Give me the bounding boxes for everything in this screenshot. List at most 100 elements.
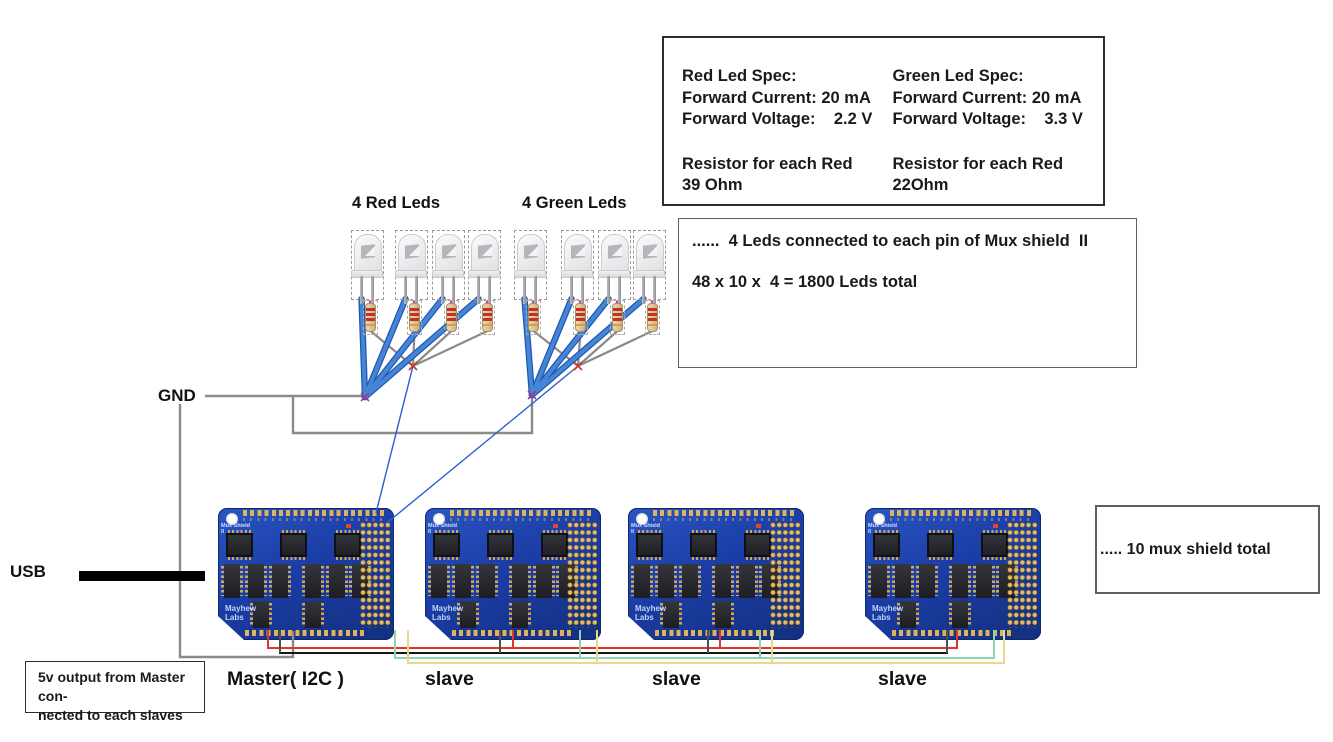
led-flange	[432, 270, 464, 278]
led-anode-leg	[415, 276, 418, 307]
ic-chip	[658, 564, 674, 598]
board-silk-brand: Mayhew Labs	[432, 605, 463, 622]
ic-chip	[663, 601, 679, 628]
ic-chip	[479, 564, 495, 598]
mux-chip	[873, 533, 900, 557]
led-anode-leg	[653, 276, 656, 307]
ic-chip	[919, 564, 935, 598]
mux-total-box: ..... 10 mux shield total	[1095, 505, 1320, 594]
silk-title-line1: Mux Shield	[868, 523, 898, 529]
leds-note-box: ...... 4 Leds connected to each pin of M…	[678, 218, 1137, 368]
led-reflector-highlight	[575, 246, 585, 256]
led-with-resistor	[633, 230, 667, 336]
silk-brand-line1: Mayhew	[872, 604, 904, 613]
mux-chip	[487, 533, 514, 557]
board-silk-brand: Mayhew Labs	[872, 605, 903, 622]
ic-chip	[895, 564, 911, 598]
silk-title-line2: II	[631, 529, 635, 535]
silk-title-line2: II	[428, 529, 432, 535]
led-anode-leg	[371, 276, 374, 307]
mux-chip	[334, 533, 361, 557]
mux-chip	[636, 533, 663, 557]
led-body	[398, 234, 426, 276]
board-silk-title: Mux Shield II	[868, 523, 897, 535]
led-cathode-leg	[570, 276, 573, 304]
slave-board-label: slave	[652, 668, 701, 690]
mux-chip	[927, 533, 954, 557]
proto-hole-grid	[1007, 522, 1037, 628]
header-pads-top	[243, 510, 385, 516]
red-spec-voltage: Forward Voltage: 2.2 V	[682, 110, 873, 128]
led-selection-outline	[468, 230, 501, 300]
led-body	[601, 234, 629, 276]
green-spec-voltage: Forward Voltage: 3.3 V	[892, 110, 1083, 128]
ic-chip	[305, 601, 321, 628]
red-spec-resistor-line1: Resistor for each Red	[682, 154, 853, 173]
ic-chip	[952, 564, 968, 598]
ic-chip	[739, 564, 755, 598]
led-cathode-leg	[642, 276, 645, 304]
master-board-label: Master( I2C )	[227, 668, 345, 690]
led-body	[435, 234, 463, 276]
green-spec-resistor-line2: 22Ohm	[892, 176, 949, 194]
green-led-spec-column: Green Led Spec: Forward Current: 20 mA F…	[893, 66, 1104, 204]
board-silk-brand: Mayhew Labs	[635, 605, 666, 622]
header-pads-top-row2	[890, 518, 1032, 521]
led-flange	[633, 270, 665, 278]
led-reflector-highlight	[365, 246, 375, 256]
red-spec-current: Forward Current: 20 mA	[682, 88, 871, 107]
led-reflector-highlight	[446, 246, 456, 256]
led-reflector-highlight	[482, 246, 492, 256]
silk-title-line2: II	[868, 529, 872, 535]
header-pads-top-row2	[243, 518, 385, 521]
led-spec-box: Red Led Spec: Forward Current: 20 mA For…	[662, 36, 1105, 206]
silk-brand-line2: Labs	[432, 612, 451, 622]
ic-chip	[431, 564, 447, 598]
led-reflector-highlight	[647, 246, 657, 256]
led-cathode-leg	[477, 276, 480, 304]
silk-brand-line1: Mayhew	[432, 604, 464, 613]
led-body	[471, 234, 499, 276]
note-line-2: 48 x 10 x 4 = 1800 Leds total	[692, 273, 918, 291]
ic-chip	[715, 601, 731, 628]
mux-chip	[744, 533, 771, 557]
proto-hole-grid	[770, 522, 800, 628]
mux-chip	[433, 533, 460, 557]
gnd-label: GND	[158, 386, 196, 405]
spacer	[893, 131, 1104, 154]
ic-chip	[329, 564, 345, 598]
ic-chip	[460, 601, 476, 628]
ic-chip	[536, 564, 552, 598]
mux-chip	[541, 533, 568, 557]
led-anode-leg	[452, 276, 455, 307]
proto-hole-grid	[567, 522, 597, 628]
slave-board-label: slave	[878, 668, 927, 690]
led-anode-leg	[581, 276, 584, 307]
silk-brand-line2: Labs	[872, 612, 891, 622]
ic-chip	[871, 564, 887, 598]
proto-hole-grid	[360, 522, 390, 628]
ic-chip	[305, 564, 321, 598]
mounting-hole	[873, 513, 885, 525]
spacer	[682, 131, 893, 154]
led-anode-leg	[488, 276, 491, 307]
mounting-hole	[636, 513, 648, 525]
ic-chip	[900, 601, 916, 628]
power-note-line-2: nected to each slaves	[38, 707, 183, 723]
red-spec-title: Red Led Spec:	[682, 67, 797, 85]
mux-chip	[690, 533, 717, 557]
silk-title-line1: Mux Shield	[428, 523, 458, 529]
red-spec-resistor-line2: 39 Ohm	[682, 176, 743, 194]
power-led	[553, 524, 558, 528]
green-spec-resistor-line1: Resistor for each Red	[892, 154, 1064, 173]
ic-chip	[512, 564, 528, 598]
ic-chip	[682, 564, 698, 598]
ic-chip	[952, 601, 968, 628]
led-selection-outline	[633, 230, 666, 300]
led-cathode-leg	[360, 276, 363, 304]
mux-chip	[981, 533, 1008, 557]
mux-shield-board: Mux Shield II Mayhew Labs	[865, 508, 1041, 640]
led-cathode-leg	[607, 276, 610, 304]
